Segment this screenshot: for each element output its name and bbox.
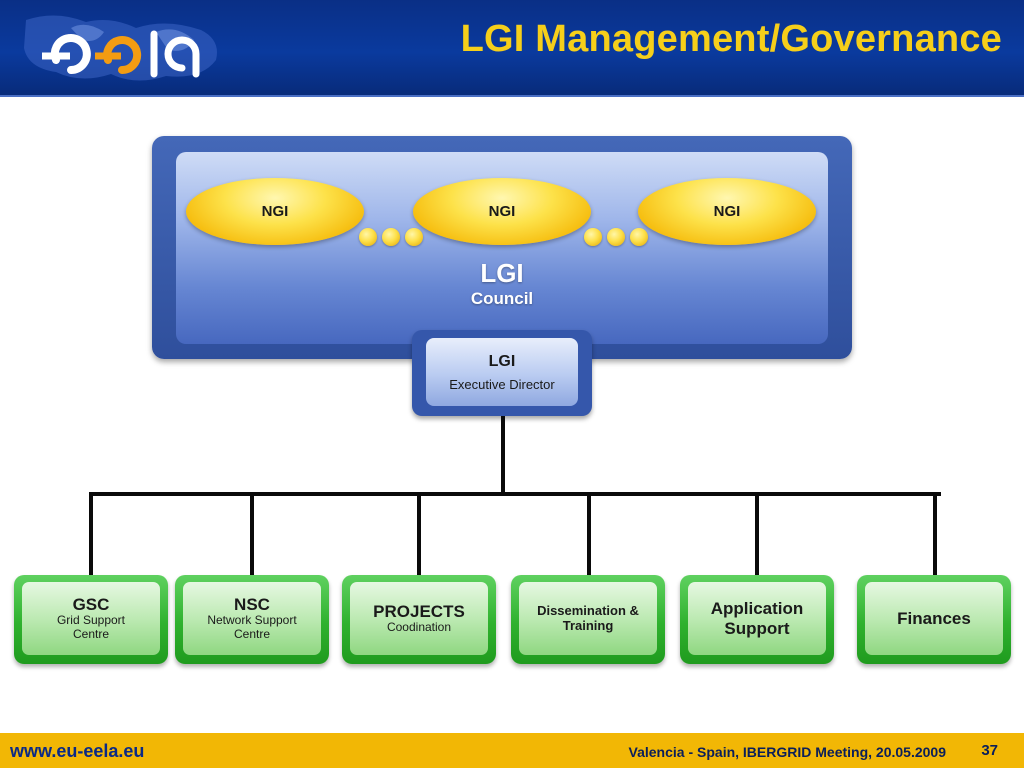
connector-branch (755, 492, 759, 576)
executive-subtitle: Executive Director (449, 377, 555, 392)
dept-title: GSC (72, 594, 110, 614)
dept-finances: Finances (857, 575, 1011, 664)
connector-branch (250, 492, 254, 576)
dept-subtitle: Coodination (386, 620, 452, 635)
footer-url-link[interactable]: www.eu-eela.eu (10, 741, 145, 761)
ellipsis-dot (359, 228, 377, 246)
connector-bus (89, 492, 941, 496)
page-number: 37 (981, 742, 998, 759)
ellipsis-dot (382, 228, 400, 246)
connector-branch (587, 492, 591, 576)
ellipsis-dot (405, 228, 423, 246)
council-title: LGI (480, 258, 524, 288)
dept-title: NSC (234, 594, 270, 614)
dept-dissemination-training: Dissemination & Training (511, 575, 665, 664)
dept-title: Application Support (710, 598, 804, 638)
ngi-ellipse: NGI (638, 178, 816, 245)
eela-logo (24, 15, 217, 81)
executive-director-box-inner (426, 338, 578, 406)
footer-bar (0, 733, 1024, 768)
council-subtitle: Council (470, 289, 534, 308)
dept-title: Dissemination & Training (537, 602, 639, 633)
dept-subtitle: Grid Support Centre (56, 613, 126, 642)
dept-nsc: NSC Network Support Centre (175, 575, 329, 664)
connector-branch (417, 492, 421, 576)
connector-branch (933, 492, 937, 576)
executive-title: LGI (488, 353, 516, 370)
page-title: LGI Management/Governance (460, 18, 1002, 60)
connector-trunk (501, 416, 505, 494)
dept-title: PROJECTS (373, 601, 465, 621)
ellipsis-dot (584, 228, 602, 246)
ngi-ellipse: NGI (186, 178, 364, 245)
ngi-ellipse: NGI (413, 178, 591, 245)
footer-meeting-text: Valencia - Spain, IBERGRID Meeting, 20.0… (628, 744, 946, 760)
ellipsis-dot (630, 228, 648, 246)
dept-projects: PROJECTS Coodination (342, 575, 496, 664)
dept-title: Finances (897, 608, 971, 628)
dept-subtitle: Network Support Centre (207, 613, 297, 642)
ellipsis-dot (607, 228, 625, 246)
dept-application-support: Application Support (680, 575, 834, 664)
dept-gsc: GSC Grid Support Centre (14, 575, 168, 664)
connector-branch (89, 492, 93, 576)
